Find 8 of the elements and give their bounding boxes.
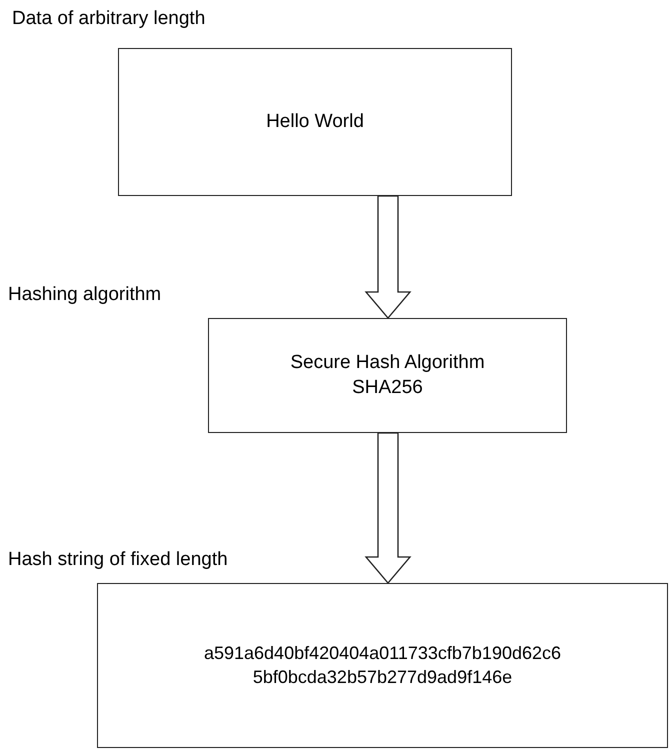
block-arrow	[364, 195, 412, 319]
box-heading: Data of arbitrary length	[12, 8, 206, 30]
box-heading: Hashing algorithm	[8, 284, 162, 306]
box-text: a591a6d40bf420404a011733cfb7b190d62c6 5bf0bcda32b57b277d9ad9f146e	[202, 642, 562, 688]
box-text: Hello World	[266, 110, 364, 134]
block-arrow	[364, 432, 412, 584]
box-text: Secure Hash Algorithm SHA256	[289, 350, 486, 400]
box-heading: Hash string of fixed length	[8, 549, 228, 571]
